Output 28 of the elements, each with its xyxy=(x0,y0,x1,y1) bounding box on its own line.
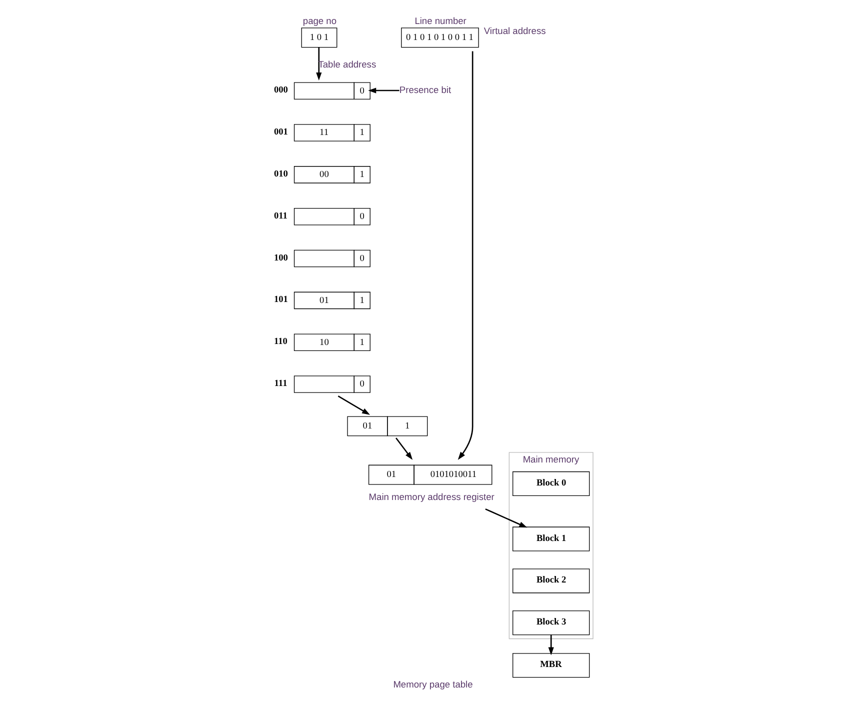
node-box: Block 2 xyxy=(512,568,590,594)
arrow xyxy=(484,508,527,528)
node-label: 110 xyxy=(273,337,287,348)
node-box: Block 1 xyxy=(512,526,590,552)
node-label: 100 xyxy=(273,253,288,264)
node-label: 111 xyxy=(274,379,287,390)
node-label: 101 xyxy=(273,295,288,306)
node-label: 000 xyxy=(273,86,288,96)
node-text: Presence bit xyxy=(398,84,451,95)
caption: Memory page table xyxy=(392,679,472,690)
node-label: Main memory address register xyxy=(368,492,494,502)
node-label: Virtual address xyxy=(483,26,546,36)
arrow xyxy=(548,634,554,656)
arrow xyxy=(316,47,322,81)
arrow xyxy=(457,51,473,460)
node-label: 011 xyxy=(273,211,287,222)
arrow xyxy=(337,395,370,415)
node-box: Block 3 xyxy=(512,610,590,636)
node-box: 1 0 1 xyxy=(300,28,337,48)
node-box: Block 0 xyxy=(512,471,590,496)
arrow xyxy=(395,438,412,460)
node-label: 010 xyxy=(273,169,288,180)
arrow xyxy=(368,88,399,94)
node-label: 001 xyxy=(273,128,288,138)
node-box: MBR xyxy=(512,653,590,678)
node-box: 0 1 0 1 0 1 0 0 1 1 xyxy=(400,28,478,48)
node-label: page no xyxy=(302,16,336,26)
node-label: Line number xyxy=(414,16,466,26)
